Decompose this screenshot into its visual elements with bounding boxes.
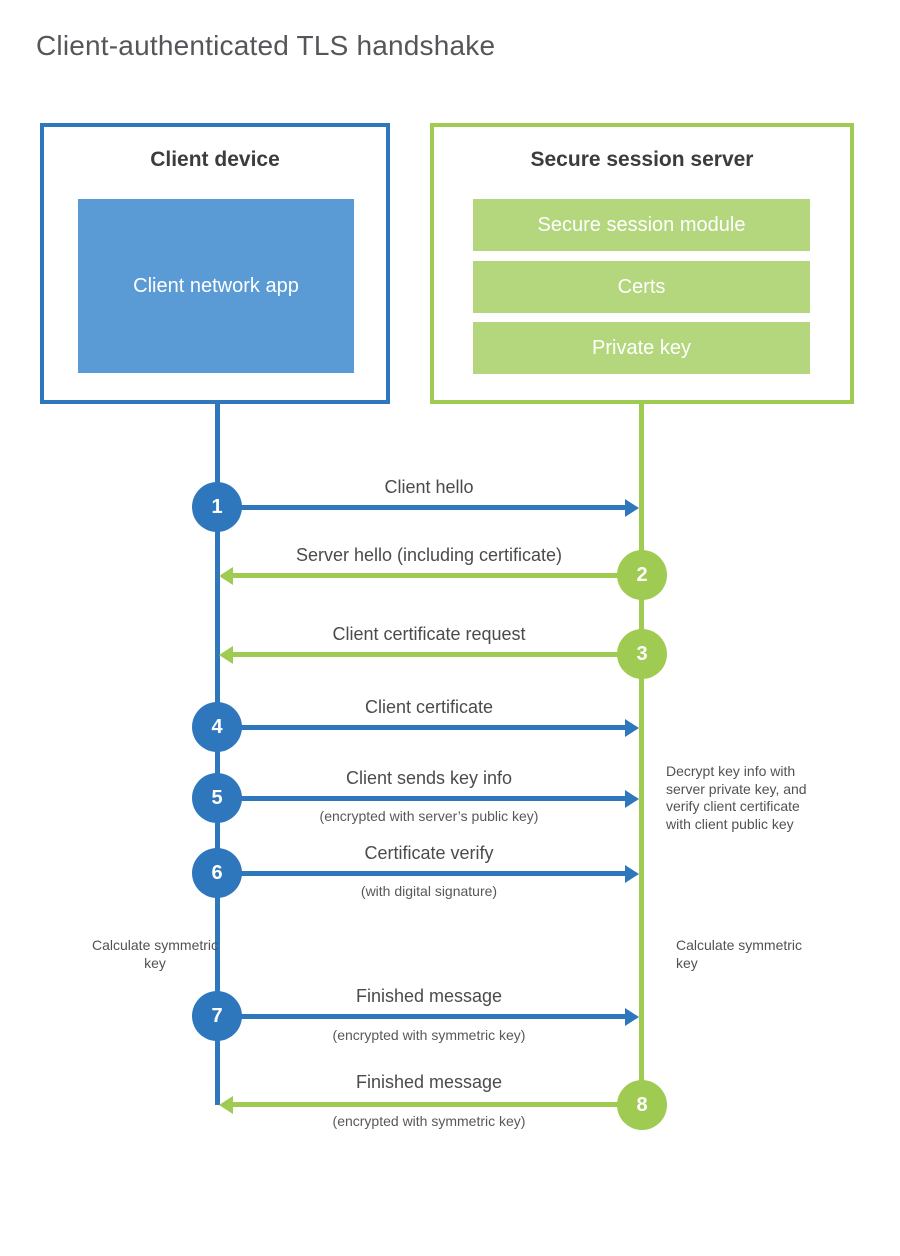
message-arrow-1 [230, 505, 626, 510]
step-badge-3: 3 [617, 629, 667, 679]
step-badge-2: 2 [617, 550, 667, 600]
note-decrypt-key-info: Decrypt key info with server private key… [666, 763, 807, 832]
client-network-app-label: Client network app [133, 275, 299, 297]
note-calculate-symmetric-key-server: Calculate symmetric key [676, 937, 803, 971]
message-arrow-6 [230, 871, 626, 876]
step-badge-8: 8 [617, 1080, 667, 1130]
step-badge-7: 7 [192, 991, 242, 1041]
message-label-8: Finished message [355, 1072, 503, 1092]
message-arrow-7 [230, 1014, 626, 1019]
message-label-1: Client hello [384, 477, 474, 497]
message-label-3: Client certificate request [332, 624, 526, 644]
note-calculate-symmetric-key-client: Calculate symmetric key [91, 937, 219, 971]
step-badge-6: 6 [192, 848, 242, 898]
server-module-secure-session: Secure session module [473, 199, 810, 251]
step-badge-5: 5 [192, 773, 242, 823]
message-arrow-2 [232, 573, 626, 578]
secure-session-server-title: Secure session server [530, 148, 754, 171]
message-label-4: Client certificate [364, 697, 494, 717]
message-label-6: Certificate verify [364, 843, 494, 863]
message-sub-7: (encrypted with symmetric key) [332, 1027, 526, 1043]
client-device-title: Client device [150, 148, 280, 171]
client-network-app-rect: Client network app [78, 199, 354, 373]
message-arrow-4 [230, 725, 626, 730]
message-sub-5: (encrypted with server’s public key) [319, 808, 539, 824]
server-module-certs: Certs [473, 261, 810, 313]
message-arrow-8 [232, 1102, 626, 1107]
server-module-private-key: Private key [473, 322, 810, 374]
message-sub-8: (encrypted with symmetric key) [332, 1113, 526, 1129]
page-title: Client-authenticated TLS handshake [36, 30, 496, 61]
message-label-2: Server hello (including certificate) [295, 545, 563, 565]
message-arrow-5 [230, 796, 626, 801]
message-label-5: Client sends key info [345, 768, 513, 788]
client-lifeline [215, 404, 220, 1105]
step-badge-4: 4 [192, 702, 242, 752]
message-label-7: Finished message [355, 986, 503, 1006]
server-lifeline [639, 404, 644, 1130]
step-badge-1: 1 [192, 482, 242, 532]
message-arrow-3 [232, 652, 626, 657]
message-sub-6: (with digital signature) [360, 883, 498, 899]
